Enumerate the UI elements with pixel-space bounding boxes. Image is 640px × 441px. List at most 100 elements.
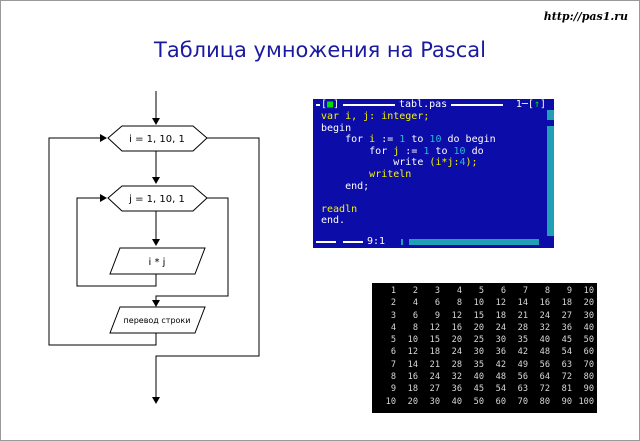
inner-loop-back-arrow <box>76 194 157 287</box>
table-cell: 9 <box>434 310 440 321</box>
table-cell: 8 <box>412 322 418 333</box>
outer-loop-back-arrow <box>48 134 157 346</box>
table-cell: 30 <box>473 347 484 358</box>
table-cell: 20 <box>407 396 418 407</box>
table-cell: 50 <box>583 335 594 346</box>
editor-close-button[interactable]: [■] <box>321 99 340 110</box>
table-cell: 10 <box>407 335 418 346</box>
table-cell: 64 <box>539 372 550 383</box>
vertical-scroll-thumb[interactable] <box>547 120 554 126</box>
editor-border-bottom-left <box>316 241 336 243</box>
table-cell: 40 <box>473 372 484 383</box>
editor-border-bottom-mid <box>343 241 363 243</box>
table-cell: 48 <box>495 372 506 383</box>
code-line: readln <box>321 203 358 215</box>
horizontal-scroll-thumb[interactable] <box>403 239 409 245</box>
table-cell: 18 <box>495 310 506 321</box>
table-cell: 4 <box>390 322 396 333</box>
table-cell: 36 <box>451 384 462 395</box>
editor-vertical-scrollbar[interactable] <box>547 110 554 236</box>
table-cell: 49 <box>517 359 528 370</box>
table-cell: 9 <box>566 286 572 296</box>
table-cell: 42 <box>495 359 506 370</box>
table-cell: 21 <box>429 359 440 370</box>
code-line: for j := 1 to 10 do <box>321 145 484 157</box>
table-cell: 12 <box>429 322 440 333</box>
table-cell: 6 <box>434 298 440 309</box>
output-block <box>109 247 206 275</box>
table-cell: 56 <box>539 359 550 370</box>
cursor-position: 9:1 <box>367 236 386 247</box>
table-cell: 24 <box>495 322 506 333</box>
code-line: var i, j: integer; <box>321 111 430 122</box>
table-cell: 14 <box>407 359 418 370</box>
table-cell: 63 <box>517 384 528 395</box>
table-cell: 15 <box>429 335 440 346</box>
table-cell: 90 <box>583 384 594 395</box>
table-cell: 54 <box>495 384 506 395</box>
table-cell: 10 <box>583 286 594 296</box>
table-cell: 40 <box>451 396 462 407</box>
table-cell: 4 <box>412 298 418 309</box>
table-cell: 16 <box>539 298 550 309</box>
table-cell: 90 <box>561 396 572 407</box>
table-cell: 24 <box>429 372 440 383</box>
zoom-icon[interactable]: ↑ <box>533 99 540 110</box>
table-cell: 5 <box>478 286 484 296</box>
close-icon[interactable]: ■ <box>327 99 334 110</box>
code-line: begin <box>321 122 352 134</box>
code-line: write (i*j:4); <box>321 157 478 169</box>
table-cell: 50 <box>473 396 484 407</box>
editor-horizontal-scrollbar[interactable] <box>401 239 539 245</box>
table-cell: 5 <box>390 335 396 346</box>
inner-loop-label: j = 1, 10, 1 <box>128 194 185 205</box>
table-cell: 100 <box>578 396 594 407</box>
table-cell: 40 <box>583 322 594 333</box>
editor-status-bar: 9:1 <box>313 236 554 248</box>
table-cell: 2 <box>412 286 418 296</box>
table-cell: 7 <box>522 286 528 296</box>
site-url[interactable]: http://pas1.ru <box>543 10 628 23</box>
table-cell: 28 <box>517 322 528 333</box>
table-cell: 45 <box>561 335 572 346</box>
table-cell: 45 <box>473 384 484 395</box>
editor-code[interactable]: var i, j: integer; begin for i := 1 to 1… <box>321 111 496 227</box>
table-cell: 4 <box>456 286 462 296</box>
table-cell: 24 <box>451 347 462 358</box>
table-cell: 70 <box>517 396 528 407</box>
table-cell: 72 <box>539 384 550 395</box>
editor-window-number: 1 <box>515 99 522 110</box>
table-cell: 8 <box>390 372 396 383</box>
table-cell: 3 <box>390 310 396 321</box>
editor-border-top-left <box>316 104 320 106</box>
table-cell: 16 <box>451 322 462 333</box>
table-cell: 36 <box>495 347 506 358</box>
page-title: Таблица умножения на Pascal <box>154 38 486 62</box>
table-cell: 6 <box>412 310 418 321</box>
table-cell: 25 <box>473 335 484 346</box>
table-cell: 28 <box>451 359 462 370</box>
table-cell: 1 <box>390 286 396 296</box>
code-line: end; <box>321 180 370 192</box>
table-cell: 7 <box>390 359 396 370</box>
pascal-editor-window[interactable]: [■] tabl.pas 1─[↑] var i, j: integer; be… <box>313 99 554 248</box>
table-cell: 21 <box>517 310 528 321</box>
table-cell: 12 <box>495 298 506 309</box>
editor-border-top-mid-right <box>451 104 503 106</box>
code-line: end. <box>321 215 346 227</box>
outer-loop-label: i = 1, 10, 1 <box>129 134 185 145</box>
code-line: for i := 1 to 10 do begin <box>321 134 496 146</box>
table-cell: 14 <box>517 298 528 309</box>
outer-loop-exit-arrow <box>152 137 260 404</box>
table-cell: 70 <box>583 359 594 370</box>
table-cell: 2 <box>390 298 396 309</box>
